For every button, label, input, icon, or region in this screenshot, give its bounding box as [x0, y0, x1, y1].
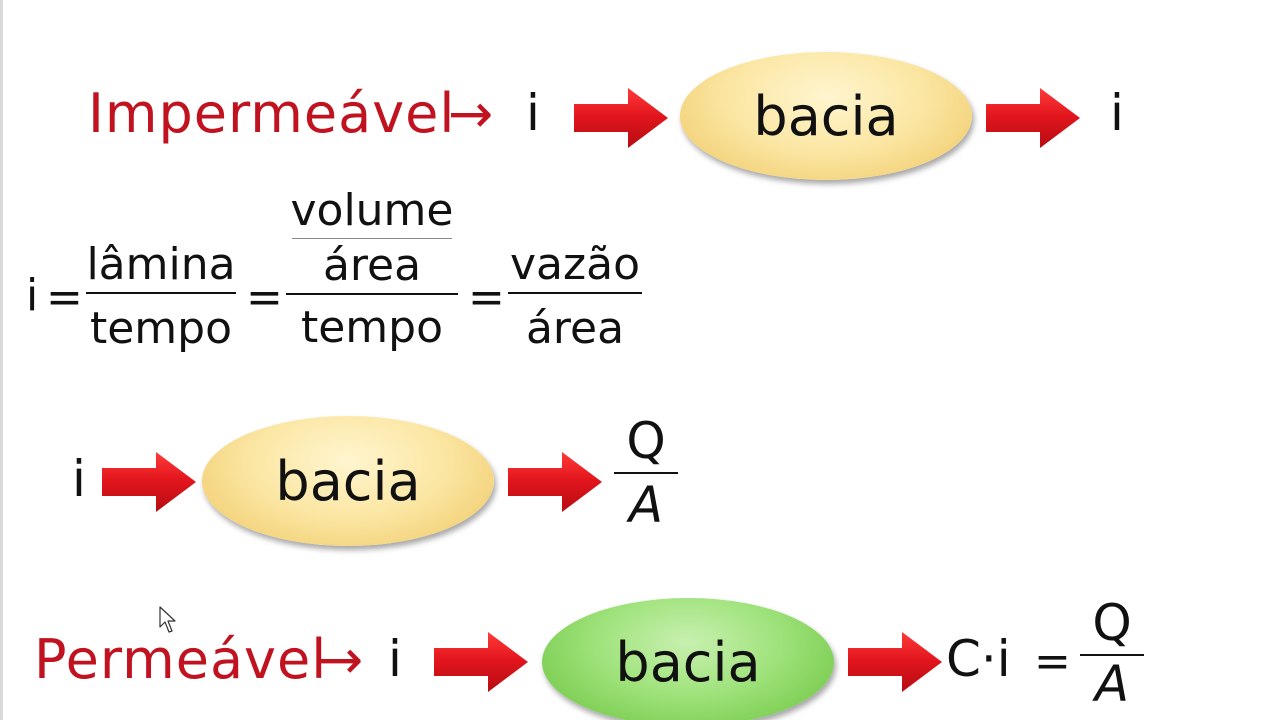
formula-lhs-i: i	[26, 270, 39, 321]
a-denominator: A	[628, 476, 664, 534]
formula-equals-1: =	[46, 272, 83, 323]
bacia-ellipse-middle: bacia	[202, 416, 494, 546]
bacia-ellipse-permeavel: bacia	[542, 598, 834, 720]
block-arrow-right-icon	[574, 88, 668, 148]
fraction-volume-area-tempo: volume área tempo	[286, 184, 458, 355]
q-over-a-bar	[1080, 654, 1144, 656]
bacia-label: bacia	[753, 84, 899, 148]
fraction-q-over-a: Q A	[614, 410, 678, 536]
q-over-a-bar	[614, 472, 678, 474]
row1-output-i: i	[1110, 84, 1124, 142]
formula-equals-2: =	[246, 272, 283, 323]
frac2-inner-numerator: volume	[290, 185, 454, 236]
bacia-label: bacia	[275, 449, 421, 513]
row4-input-i: i	[388, 630, 402, 688]
block-arrow-right-icon	[848, 632, 942, 692]
bacia-label: bacia	[615, 630, 761, 694]
block-arrow-right-icon	[102, 452, 196, 512]
permeavel-title: Permeável	[34, 628, 328, 691]
frame-left-border	[0, 0, 3, 720]
frac3-bar	[508, 292, 642, 294]
frac1-bar	[86, 292, 236, 294]
row1-input-i: i	[526, 84, 540, 142]
block-arrow-right-icon	[508, 452, 602, 512]
fraction-q-over-a-permeavel: Q A	[1080, 592, 1144, 712]
frac2-inner-bar	[292, 238, 452, 239]
frac1-numerator: lâmina	[86, 239, 236, 290]
frac3-numerator: vazão	[510, 239, 640, 290]
frac2-denominator: tempo	[300, 302, 444, 353]
impermeavel-title: Impermeável	[88, 82, 456, 145]
bacia-ellipse-impermeavel: bacia	[680, 52, 972, 180]
block-arrow-right-icon	[434, 632, 528, 692]
q-numerator: Q	[626, 412, 666, 470]
frac2-inner-denominator: área	[322, 240, 422, 291]
a-denominator: A	[1094, 655, 1130, 713]
thin-arrow-glyph: →	[448, 82, 495, 145]
q-numerator: Q	[1092, 594, 1132, 652]
frac2-main-bar	[286, 293, 458, 295]
mouse-pointer-icon	[159, 606, 176, 633]
frac1-denominator: tempo	[89, 303, 233, 354]
row4-equals: =	[1034, 636, 1071, 687]
fraction-lamina-tempo: lâmina tempo	[86, 238, 236, 356]
fraction-vazao-area: vazão área	[508, 238, 642, 356]
thin-arrow-glyph: →	[318, 628, 365, 691]
ci-expression: C·i	[946, 630, 1011, 688]
block-arrow-right-icon	[986, 88, 1080, 148]
formula-equals-3: =	[468, 272, 505, 323]
frac3-denominator: área	[525, 303, 625, 354]
row3-input-i: i	[72, 450, 86, 508]
